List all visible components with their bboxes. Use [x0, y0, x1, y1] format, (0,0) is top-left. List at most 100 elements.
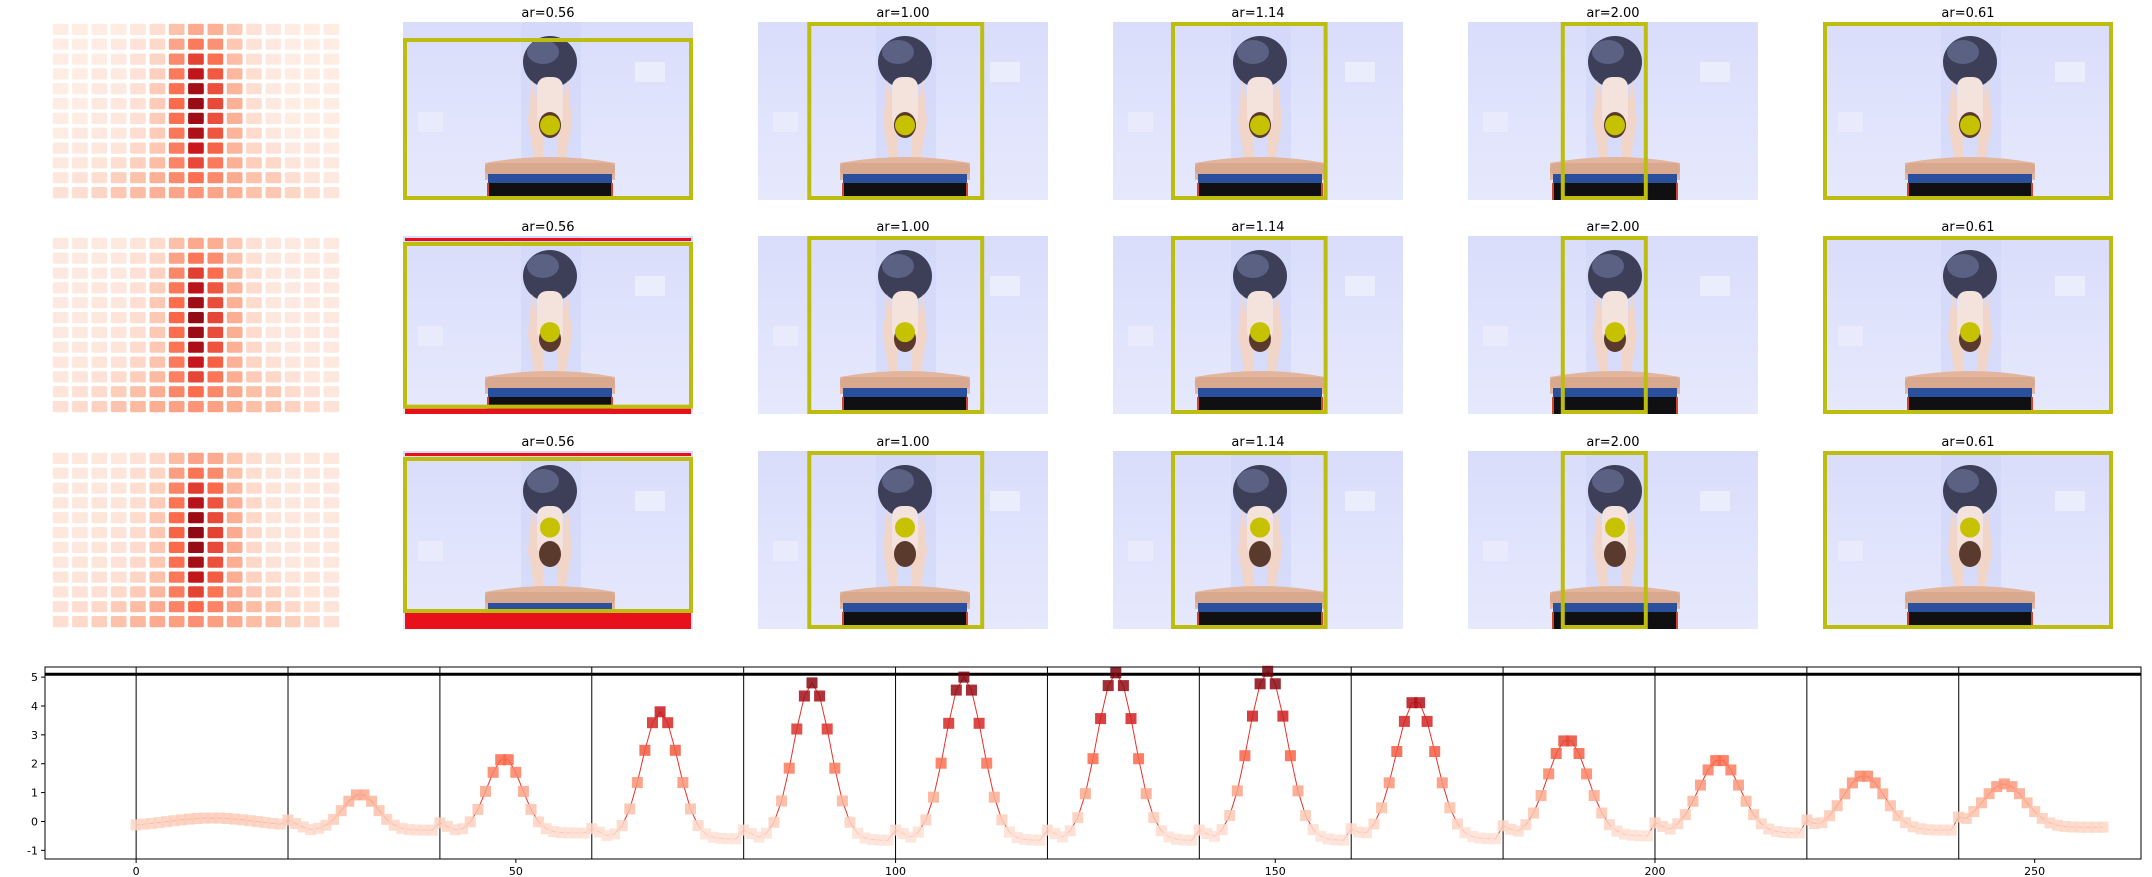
heatmap-cell [304, 252, 320, 264]
heatmap-cell [91, 98, 108, 110]
heatmap-cell [207, 267, 224, 279]
data-point [760, 827, 772, 839]
heatmap-cell [226, 586, 243, 598]
heatmap-cell [265, 497, 282, 509]
heatmap-cell [91, 267, 108, 279]
heatmap-cell [110, 586, 127, 598]
heatmap-cell [207, 556, 224, 568]
heatmap-cell [91, 616, 108, 628]
heatmap-cell [207, 371, 224, 383]
heatmap-cell [188, 157, 204, 169]
heatmap-cell [304, 83, 320, 95]
heatmap-cell [52, 112, 69, 124]
gymnast-photo [1823, 451, 2113, 629]
heatmap-cell [110, 512, 127, 524]
heatmap-cell [72, 23, 88, 35]
heatmap-cell [130, 571, 146, 583]
heatmap-cell [323, 282, 340, 294]
data-point [1338, 834, 1350, 846]
data-point [1945, 824, 1957, 836]
data-point [647, 717, 658, 729]
heatmap-cell [110, 127, 127, 139]
heatmap-cell [265, 83, 282, 95]
heatmap-cell [304, 172, 320, 184]
data-point [1057, 831, 1069, 843]
data-point [707, 831, 719, 843]
heatmap-cell [130, 112, 146, 124]
data-point [1004, 826, 1015, 838]
data-point [464, 816, 476, 828]
data-point [586, 823, 598, 835]
heatmap-cell [246, 142, 262, 154]
panel-title: ar=1.14 [1231, 435, 1284, 450]
heatmap-cell [265, 68, 282, 80]
heatmap-cell [304, 541, 320, 553]
data-point [1125, 713, 1137, 725]
data-point [1596, 807, 1608, 819]
heatmap-cell [265, 187, 282, 199]
heatmap-cell [207, 541, 224, 553]
heatmap-cell [149, 556, 166, 568]
data-point [1072, 812, 1084, 824]
heatmap-cell [52, 601, 69, 613]
data-point [457, 823, 469, 835]
data-point [1626, 829, 1638, 841]
heatmap-cell [226, 512, 243, 524]
heatmap-cell [265, 356, 282, 368]
heatmap-cell [304, 53, 320, 65]
heatmap-cell [149, 497, 166, 509]
heatmap-cell [168, 467, 185, 479]
data-point [1011, 832, 1023, 843]
heatmap-cell [149, 157, 166, 169]
heatmap-cell [304, 112, 320, 124]
data-point [2089, 821, 2101, 833]
gymnast-photo [403, 451, 693, 629]
data-point [988, 791, 1000, 803]
heatmap-cell [188, 527, 204, 539]
data-point [874, 834, 886, 846]
heatmap-cell [91, 83, 108, 95]
heatmap-cell [72, 312, 88, 324]
heatmap-cell [91, 127, 108, 139]
data-point [183, 813, 195, 825]
heatmap-cell [207, 172, 224, 184]
heatmap-cell [110, 267, 127, 279]
heatmap-cell [188, 142, 204, 154]
heatmap-cell [265, 401, 282, 413]
data-point [669, 744, 681, 756]
heatmap-cell [304, 282, 320, 294]
heatmap-cell [130, 267, 146, 279]
heatmap-cell [226, 556, 243, 568]
data-point [221, 813, 233, 824]
heatmap-cell [188, 53, 204, 65]
heatmap-cell [91, 452, 108, 464]
heatmap-cell [91, 386, 108, 398]
keypoint-dot [540, 115, 561, 136]
heatmap-cell [246, 356, 262, 368]
data-point [366, 795, 378, 807]
keypoint-dot [895, 517, 916, 538]
crop-box [1171, 451, 1328, 629]
data-point [1543, 768, 1555, 780]
heatmap-cell [246, 452, 262, 464]
data-point [791, 723, 803, 735]
heatmap-cell [130, 68, 146, 80]
data-point [1186, 834, 1198, 846]
data-point [555, 827, 567, 839]
heatmap-cell [246, 312, 262, 324]
heatmap-cell [246, 267, 262, 279]
data-point [783, 762, 795, 774]
heatmap-cell [207, 326, 224, 338]
heatmap-cell [188, 467, 204, 479]
heatmap-cell [72, 187, 88, 199]
crop-box [403, 242, 693, 409]
heatmap-cell [168, 401, 185, 413]
data-point [1360, 827, 1372, 839]
heatmap-cell [265, 127, 282, 139]
heatmap-cell [304, 512, 320, 524]
data-point [593, 826, 605, 838]
data-point [1641, 830, 1653, 842]
heatmap-cell [188, 237, 204, 249]
keypoint-dot [1250, 115, 1271, 136]
